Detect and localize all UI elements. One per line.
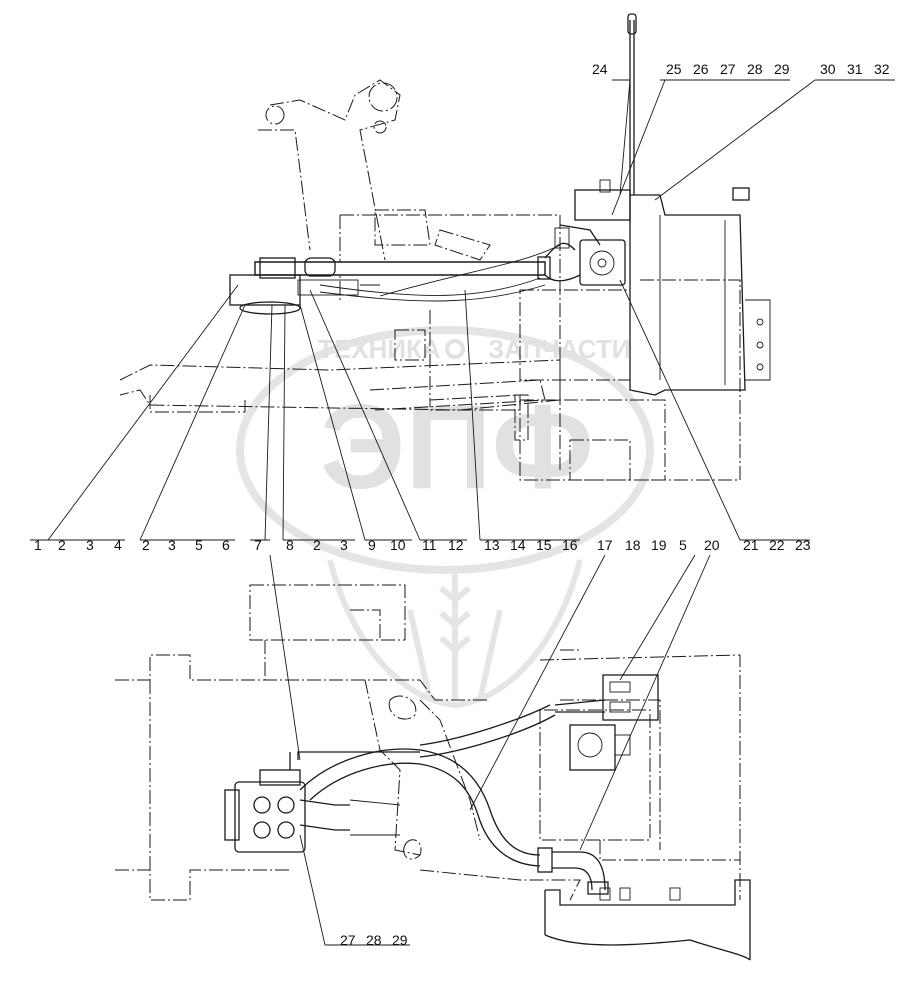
callout-m4: 4: [114, 537, 122, 553]
callout-32: 32: [874, 61, 890, 77]
callout-m2: 2: [58, 537, 66, 553]
callout-26: 26: [693, 61, 709, 77]
callout-27: 27: [720, 61, 736, 77]
callout-m28: 23: [795, 537, 811, 553]
watermark-text-right: ЗАПЧАСТИ: [488, 334, 631, 364]
callout-29: 29: [774, 61, 790, 77]
callout-m23: 19: [651, 537, 667, 553]
valve-block-top: [229, 257, 380, 315]
callout-b29: 29: [392, 932, 408, 948]
callout-25: 25: [666, 61, 682, 77]
callout-m12: 3: [340, 537, 348, 553]
rear-frame-block: [544, 879, 751, 961]
control-valve-bottom: [554, 674, 659, 771]
callout-m5: 2: [142, 537, 150, 553]
callout-m22: 18: [625, 537, 641, 553]
callout-m9: 7: [254, 537, 262, 553]
gear-icon: [445, 339, 465, 359]
callout-m18: 14: [510, 537, 526, 553]
callout-m11: 2: [313, 537, 321, 553]
callout-m1: 1: [34, 537, 42, 553]
callout-m20: 16: [562, 537, 578, 553]
callout-m16: 12: [448, 537, 464, 553]
callout-m26: 21: [743, 537, 759, 553]
callout-m10: 8: [286, 537, 294, 553]
callout-m6: 3: [168, 537, 176, 553]
watermark-text-left: ТЕХНИКА: [318, 334, 441, 364]
callout-m8: 6: [222, 537, 230, 553]
callout-m24: 5: [679, 537, 687, 553]
leader-lines-top: [30, 79, 895, 541]
transmission-housing: [629, 187, 771, 396]
callout-m3: 3: [86, 537, 94, 553]
watermark: ЭПФ ТЕХНИКА ЗАПЧАСТИ: [236, 326, 654, 709]
callout-m7: 5: [195, 537, 203, 553]
callout-31: 31: [847, 61, 863, 77]
main-hose-bottom: [289, 704, 609, 895]
callout-labels: 24 25 26 27 28 29 30 31 32 1 2 3 4 2 3 5…: [34, 61, 890, 948]
control-valve-top: [554, 179, 631, 286]
hydraulic-pipe-top: [254, 242, 581, 302]
callout-m13: 9: [368, 537, 376, 553]
wheat-emblem: [327, 559, 583, 709]
callout-b28: 28: [366, 932, 382, 948]
top-view: [30, 13, 895, 541]
callout-30: 30: [820, 61, 836, 77]
hidden-components: [374, 209, 529, 441]
callout-m17: 13: [484, 537, 500, 553]
callout-m25: 20: [704, 537, 720, 553]
callout-24: 24: [592, 61, 608, 77]
callout-m19: 15: [536, 537, 552, 553]
callout-m21: 17: [597, 537, 613, 553]
bottom-view: [115, 554, 751, 961]
callout-m15: 11: [422, 537, 437, 553]
watermark-logo: ЭПФ: [320, 380, 594, 514]
callout-m14: 10: [390, 537, 406, 553]
control-lever: [627, 13, 637, 195]
leader-lines-bottom: [269, 554, 711, 946]
callout-m27: 22: [769, 537, 785, 553]
callout-28: 28: [747, 61, 763, 77]
callout-b27: 27: [340, 932, 356, 948]
valve-block-bottom: [224, 769, 401, 853]
